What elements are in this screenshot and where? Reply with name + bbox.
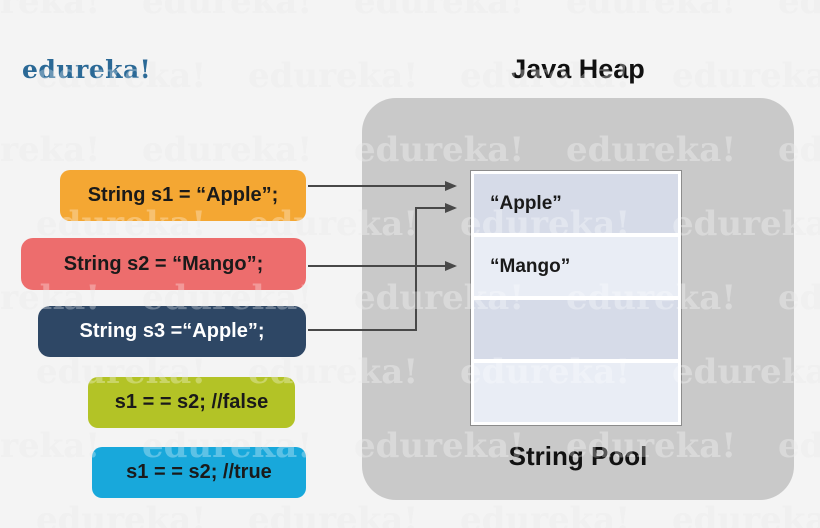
watermark-text: edureka! [354,0,525,22]
watermark-text: edureka! [36,500,207,528]
code-box-compare-true: s1 = = s2; //true [92,447,306,498]
code-box-s2: String s2 = “Mango”; [21,238,306,290]
watermark-text: edureka! [778,0,820,22]
edureka-logo: edureka! [22,55,152,84]
watermark-text: edureka! [248,500,419,528]
code-box-s1: String s1 = “Apple”; [60,170,306,221]
string-pool-table: “Apple” “Mango” [470,170,682,426]
watermark-text: edureka! [142,130,313,170]
watermark-text: edureka! [566,0,737,22]
pool-row-value: “Mango” [490,255,571,277]
code-box-s3: String s3 =“Apple”; [38,306,306,357]
watermark-text: edureka! [0,130,101,170]
pool-row-mango: “Mango” [474,237,678,296]
java-heap-title: Java Heap [511,54,645,84]
string-pool-label: String Pool [508,441,648,471]
watermark-text: edureka! [142,0,313,22]
watermark-text: edureka! [0,0,101,22]
pool-row-apple: “Apple” [474,174,678,233]
watermark-text: edureka! [460,500,631,528]
pool-row-value: “Apple” [490,192,562,214]
watermark-text: edureka! [672,500,820,528]
pool-row-empty-2 [474,363,678,422]
code-box-compare-false: s1 = = s2; //false [88,377,295,428]
pool-row-empty-1 [474,300,678,359]
watermark-text: edureka! [0,426,101,466]
